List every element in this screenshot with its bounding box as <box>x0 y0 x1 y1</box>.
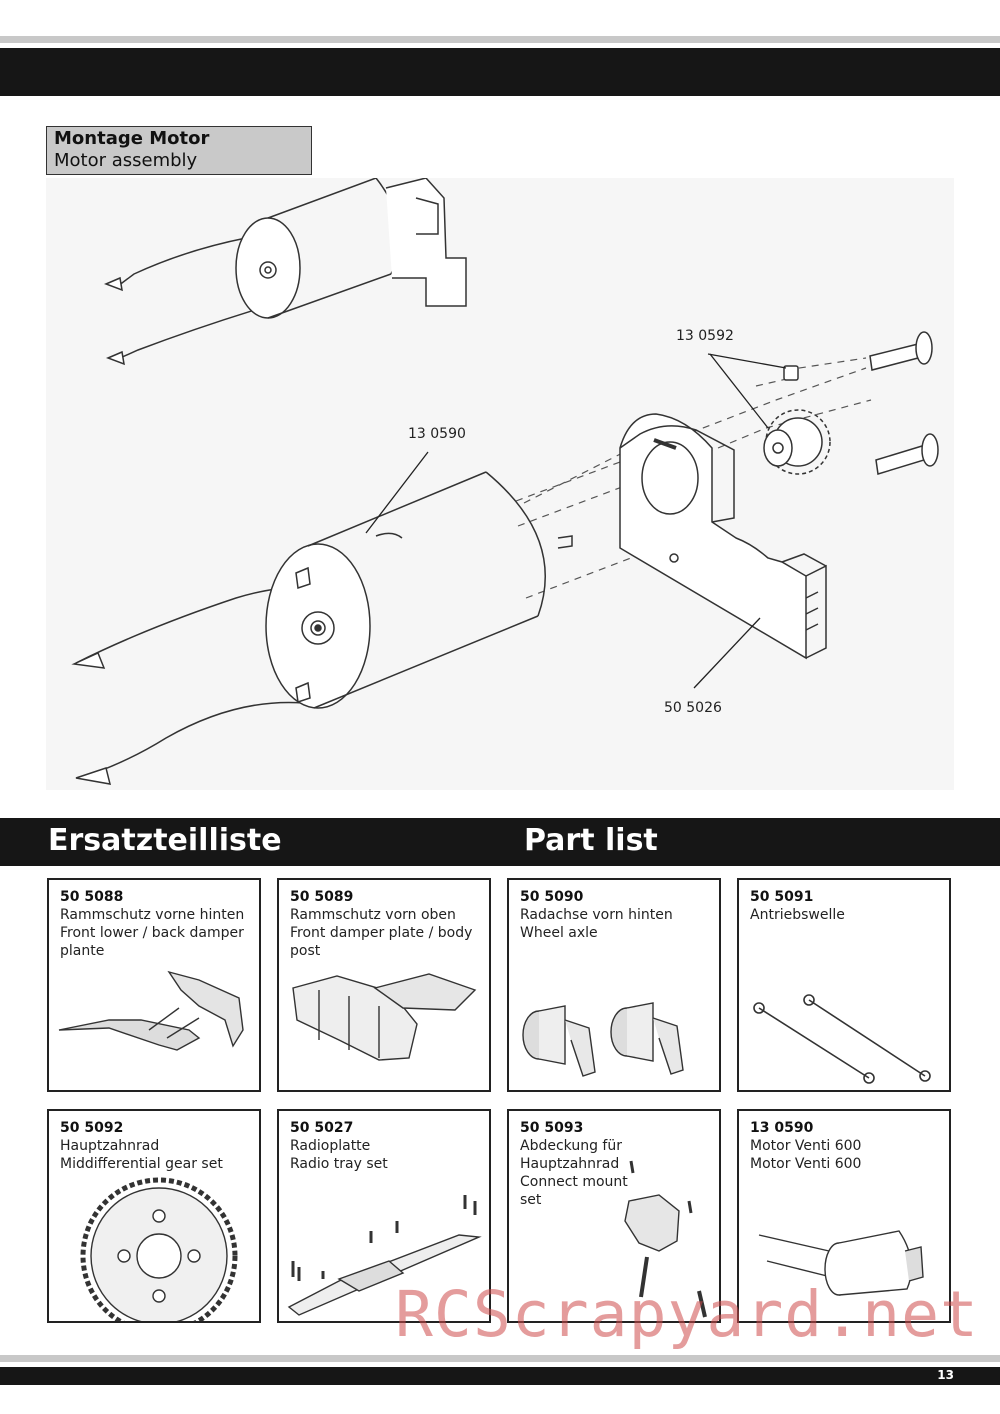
wheel-axle-icon <box>522 1002 684 1077</box>
part-name-en: Front damper plate / body post <box>290 925 473 959</box>
motor-icon <box>758 1230 924 1296</box>
part-name-en: Motor Venti 600 <box>750 1156 862 1172</box>
part-number: 50 5091 <box>750 889 814 905</box>
part-card: 50 5088 Rammschutz vorne hinten Front lo… <box>47 878 261 1092</box>
body-post-icon <box>292 973 477 1061</box>
damper-plate-icon <box>58 970 244 1051</box>
callout-motor-number: 13 0590 <box>408 426 466 442</box>
part-number: 50 5093 <box>520 1120 584 1136</box>
footer-band <box>0 1367 1000 1385</box>
part-name-de: Antriebswelle <box>750 907 845 923</box>
part-name-en: Wheel axle <box>520 925 598 941</box>
callout-pinion-number: 13 0592 <box>676 328 734 344</box>
gear-cover-icon <box>624 1160 707 1318</box>
part-card: 50 5089 Rammschutz vorn oben Front dampe… <box>277 878 491 1092</box>
page-number: 13 <box>937 1368 954 1382</box>
part-card: 50 5091 Antriebswelle <box>737 878 951 1092</box>
radio-tray-icon <box>287 1195 482 1316</box>
part-card: 50 5090 Radachse vorn hinten Wheel axle <box>507 878 721 1092</box>
part-card: 50 5027 Radioplatte Radio tray set <box>277 1109 491 1323</box>
part-name-en: Front lower / back damper plante <box>60 925 244 959</box>
parts-heading-de: Ersatzteilliste <box>48 823 282 858</box>
callout-leaders <box>365 353 787 689</box>
section-title-box: Montage Motor Motor assembly <box>46 126 312 175</box>
part-name-de: Rammschutz vorn oben <box>290 907 456 923</box>
pinion-gear-drawing <box>763 365 831 475</box>
part-name-de: Motor Venti 600 <box>750 1138 862 1154</box>
part-name-de: Rammschutz vorne hinten <box>60 907 245 923</box>
part-name-en: Connect mount set <box>520 1174 628 1208</box>
drive-shaft-icon <box>753 994 931 1084</box>
part-name-en: Radio tray set <box>290 1156 388 1172</box>
header-band <box>0 48 1000 96</box>
part-card: 13 0590 Motor Venti 600 Motor Venti 600 <box>737 1109 951 1323</box>
large-motor-drawing <box>71 471 573 785</box>
watermark: RCScrapyard.net <box>395 1278 979 1351</box>
part-number: 13 0590 <box>750 1120 814 1136</box>
part-name-de: Abdeckung für Hauptzahnrad <box>520 1138 622 1172</box>
part-name-en: Middifferential gear set <box>60 1156 223 1172</box>
spur-gear-icon <box>80 1177 238 1321</box>
section-title-en: Motor assembly <box>54 150 198 171</box>
motor-mount-drawing <box>619 413 827 660</box>
part-name-de: Radachse vorn hinten <box>520 907 673 923</box>
assembled-motor-drawing <box>103 178 467 366</box>
part-card: 50 5093 Abdeckung für Hauptzahnrad Conne… <box>507 1109 721 1323</box>
motor-assembly-diagram: 13 0592 13 0590 50 5026 <box>46 178 954 790</box>
parts-list-band: Ersatzteilliste Part list <box>0 818 1000 866</box>
part-number: 50 5088 <box>60 889 124 905</box>
part-card: 50 5092 Hauptzahnrad Middifferential gea… <box>47 1109 261 1323</box>
bottom-rule <box>0 1355 1000 1362</box>
part-number: 50 5089 <box>290 889 354 905</box>
part-number: 50 5090 <box>520 889 584 905</box>
callout-mount-number: 50 5026 <box>664 700 722 716</box>
parts-heading-en: Part list <box>524 823 658 858</box>
part-number: 50 5092 <box>60 1120 124 1136</box>
top-rule <box>0 36 1000 43</box>
part-name-de: Radioplatte <box>290 1138 371 1154</box>
section-title-de: Montage Motor <box>54 128 210 149</box>
part-number: 50 5027 <box>290 1120 354 1136</box>
motor-exploded-view <box>71 178 939 785</box>
part-name-de: Hauptzahnrad <box>60 1138 160 1154</box>
mount-screws-drawing <box>869 331 939 475</box>
